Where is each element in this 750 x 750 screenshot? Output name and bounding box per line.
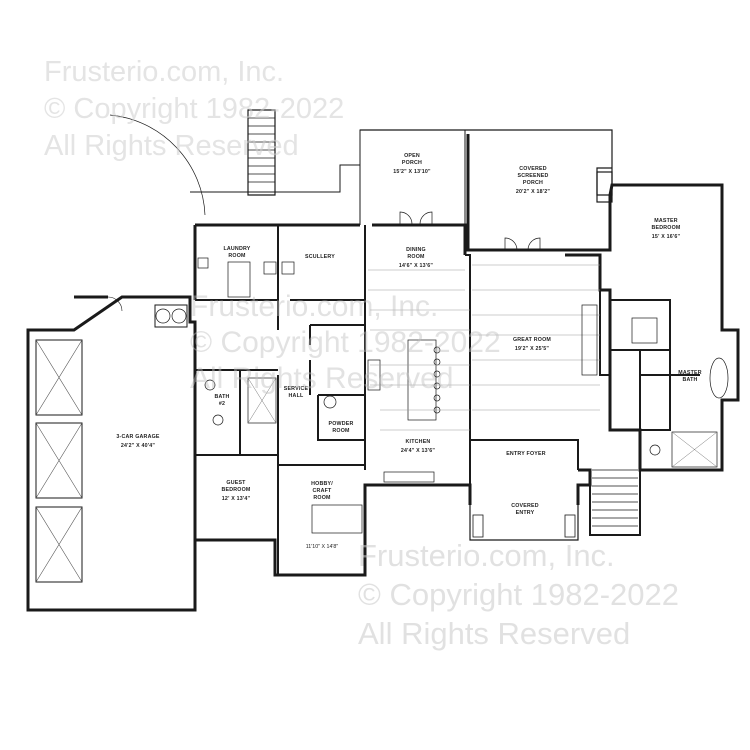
- watermark-line1: Frusterio.com, Inc.: [358, 538, 615, 573]
- entry-stair: [592, 469, 638, 527]
- fixtures: [197, 257, 729, 534]
- watermark-bottom: Frusterio.com, Inc. © Copyright 1982-202…: [358, 540, 679, 657]
- porches: [359, 129, 613, 255]
- garage: [26, 295, 197, 612]
- watermark-line2: © Copyright 1982-2022: [44, 93, 345, 125]
- watermark-line1: Frusterio.com, Inc.: [190, 290, 439, 323]
- watermark-line3: All Rights Reserved: [44, 130, 299, 162]
- watermark-middle: Frusterio.com, Inc. © Copyright 1982-202…: [190, 292, 501, 400]
- watermark-top: Frusterio.com, Inc. © Copyright 1982-202…: [44, 58, 344, 169]
- watermark-line2: © Copyright 1982-2022: [358, 577, 679, 612]
- hobby-dim: 11'10" X 14'8": [306, 544, 339, 550]
- interior-walls: [195, 225, 700, 575]
- entry-foyer-label: ENTRY FOYER: [506, 451, 546, 457]
- watermark-line3: All Rights Reserved: [190, 362, 454, 395]
- watermark-line3: All Rights Reserved: [358, 616, 631, 651]
- bath2-label: BATH#2: [214, 394, 229, 407]
- watermark-line1: Frusterio.com, Inc.: [44, 56, 285, 88]
- scullery-label: SCULLERY: [305, 254, 335, 260]
- covered-entry: [469, 505, 579, 541]
- watermark-line2: © Copyright 1982-2022: [190, 326, 501, 359]
